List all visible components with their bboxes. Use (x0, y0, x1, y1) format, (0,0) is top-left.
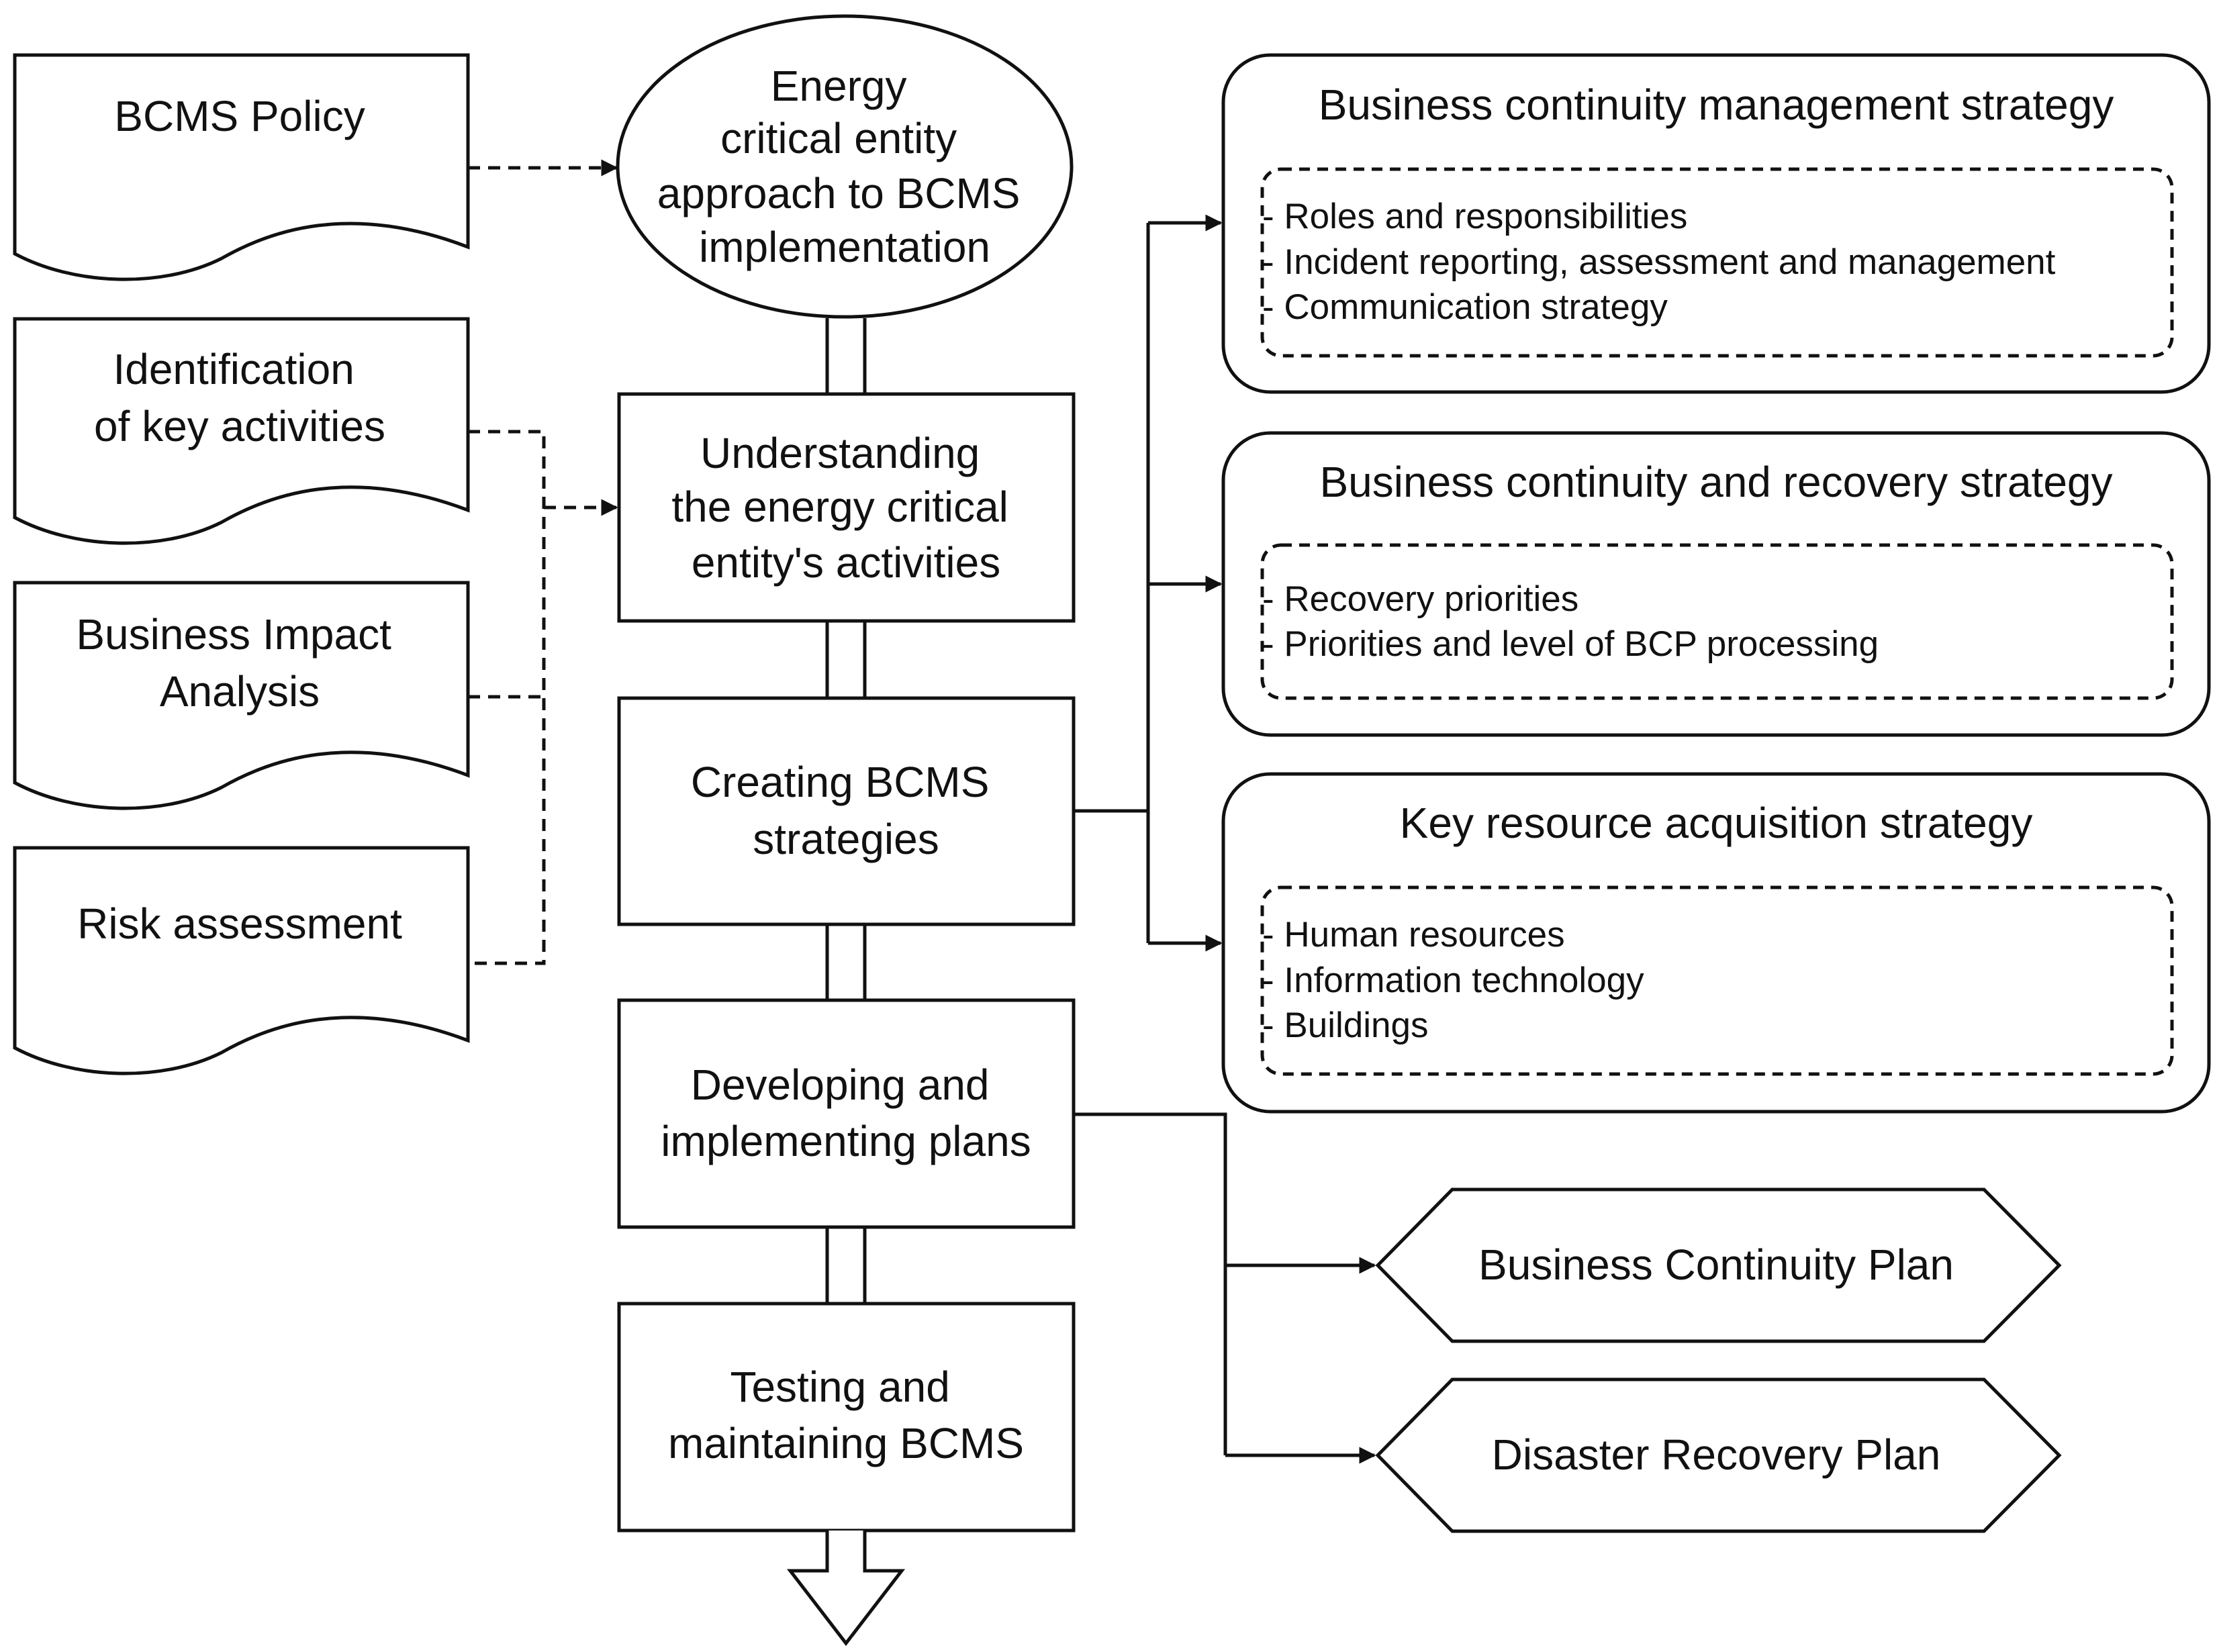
recovery-strategy-items: - Recovery priorities - Priorities and l… (1262, 579, 1879, 664)
management-strategy-box (1221, 53, 2211, 394)
management-strategy-title: Business continuity management strategy (1319, 81, 2114, 129)
resource-strategy-items: - Human resources - Information technolo… (1262, 915, 1654, 1045)
step-understanding-label: Understanding the energy critical entity… (671, 429, 1020, 587)
recovery-strategy-box (1221, 431, 2211, 737)
resource-strategy-title: Key resource acquisition strategy (1400, 799, 2033, 847)
step-creating-label: Creating BCMS strategies (691, 758, 1001, 863)
document-shape-key-activities (13, 317, 470, 545)
bcp-label: Business Continuity Plan (1478, 1241, 1954, 1289)
recovery-strategy-title: Business continuity and recovery strateg… (1319, 458, 2112, 506)
approach-label: Energy critical entity approach to BCMS … (657, 62, 1033, 271)
doc-key-activities-label: Identification of key activities (94, 345, 385, 450)
management-strategy-items: - Roles and responsibilities - Incident … (1262, 197, 2065, 327)
step-developing-label: Developing and implementing plans (661, 1061, 1031, 1165)
strategy-connector (1074, 223, 1150, 943)
management-strategy-items-box (1260, 167, 2174, 358)
continue-arrow (786, 1530, 906, 1647)
approach-ellipse (616, 14, 1074, 319)
bcp-hexagon (1375, 1187, 2062, 1343)
step-understanding-box (617, 392, 1076, 623)
doc-bcms-policy-label: BCMS Policy (114, 92, 365, 140)
resource-strategy-items-box (1260, 885, 2174, 1076)
step-testing-box (617, 1302, 1076, 1533)
flow-connector-1 (825, 318, 867, 394)
step-testing-label: Testing and maintaining BCMS (668, 1363, 1024, 1467)
resource-strategy-box (1221, 772, 2211, 1114)
flow-connector-3 (825, 924, 867, 1000)
document-shape-bia (13, 581, 470, 810)
step-developing-box (617, 998, 1076, 1229)
flow-connector-2 (825, 621, 867, 698)
document-shape-bcms-policy (13, 53, 470, 281)
document-shape-risk-assessment (13, 846, 470, 1075)
doc-risk-assessment-label: Risk assessment (77, 900, 402, 948)
flow-connector-4 (825, 1227, 867, 1304)
plans-connector (1074, 1112, 1227, 1455)
doc-bia-label: Business Impact Analysis (76, 610, 403, 716)
recovery-strategy-items-box (1260, 543, 2174, 700)
dashed-connector-key-activities (468, 430, 546, 965)
drp-hexagon (1375, 1377, 2062, 1533)
step-creating-box (617, 696, 1076, 926)
drp-label: Disaster Recovery Plan (1492, 1430, 1941, 1479)
